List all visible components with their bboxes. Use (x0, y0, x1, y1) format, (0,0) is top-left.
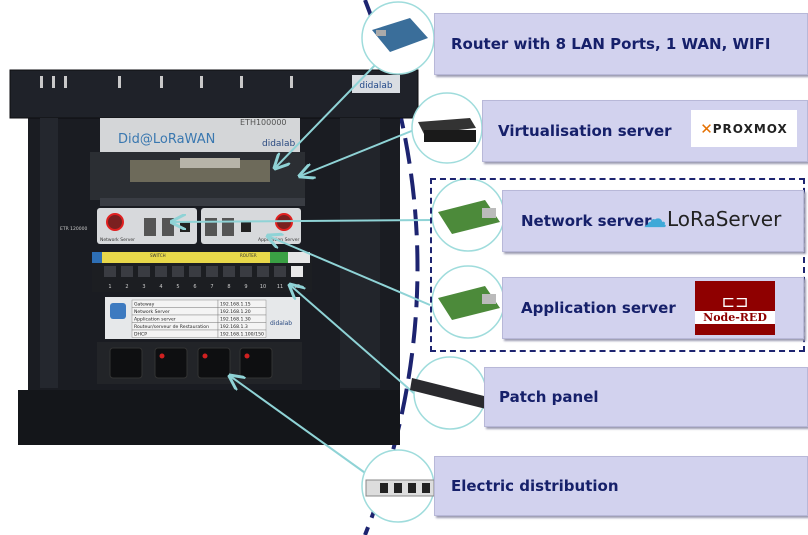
component-label: Router with 8 LAN Ports, 1 WAN, WIFI (451, 35, 771, 53)
switch-port (138, 266, 150, 277)
ip-table-name: Routeur/serveur de Restauration (134, 324, 209, 330)
router-header: ROUTER (240, 253, 257, 258)
node-red-logo: ⊏⊐ Node-RED (695, 281, 775, 335)
arrow-electric (230, 376, 369, 476)
switch-port (291, 266, 303, 277)
product-ref: ETH100000 (240, 118, 287, 127)
port-number: 6 (193, 284, 196, 290)
port-number: 4 (159, 284, 162, 290)
network-server-panel-label: Network Server (100, 237, 135, 243)
component-electric: Electric distribution (434, 456, 808, 516)
arrow-application-server (268, 236, 431, 306)
rack-brand-logo: didalab (359, 81, 392, 91)
switch-port (206, 266, 218, 277)
rack-photo: didalab Did@LoRaWAN ETH100000 didalab Ne… (9, 69, 419, 445)
loraserver-logo: ☁LoRaServer (643, 205, 781, 233)
ip-table-name: Network Server (134, 309, 170, 315)
switch-port (257, 266, 269, 277)
component-label: Virtualisation server (498, 122, 672, 140)
mini-pc-icon (418, 118, 476, 142)
port-number: 5 (176, 284, 179, 290)
ip-table-ip: 192.168.1.3 (220, 324, 248, 330)
port-number: 9 (244, 284, 247, 290)
component-router: Router with 8 LAN Ports, 1 WAN, WIFI (434, 13, 808, 75)
port-number: 10 (260, 284, 266, 290)
component-label: Network server (521, 212, 652, 230)
ip-panel-brand-logo: didalab (270, 320, 292, 327)
ip-table-ip: 192.168.1.20 (220, 309, 251, 315)
product-label: Did@LoRaWAN (118, 132, 215, 147)
switch-port (104, 266, 116, 277)
component-application-server: Application server ⊏⊐ Node-RED (502, 277, 804, 339)
panel-brand-logo: didalab (262, 139, 295, 149)
side-ref: ETR 120000 (60, 226, 87, 232)
raspberry-group-border (430, 178, 805, 352)
arrow-router (275, 61, 379, 168)
arrow-network-server (172, 220, 435, 222)
port-number: 11 (277, 284, 283, 290)
callout-arrows (172, 61, 435, 476)
loraserver-logo-text: LoRaServer (667, 207, 782, 231)
switch-header: SWITCH (150, 253, 166, 258)
port-number: 7 (210, 284, 213, 290)
ip-table-name: DHCP (134, 332, 147, 338)
arrow-patch-panel (290, 285, 417, 396)
switch-port (172, 266, 184, 277)
port-number: 8 (227, 284, 230, 290)
proxmox-logo-text: PROXMOX (712, 121, 788, 136)
port-number: 1 (108, 284, 111, 290)
ip-table-ip: 192.168.1.30 (220, 317, 251, 323)
node-red-logo-text: Node-RED (695, 311, 775, 324)
raspberry-pi-icon (438, 200, 500, 234)
ip-table-ip: 192.168.1.100/150 (220, 332, 264, 338)
power-strip-icon (365, 479, 435, 497)
switch-port (155, 266, 167, 277)
proxmox-logo: ✕PROXMOX (691, 110, 797, 147)
ip-table-ip-cell (217, 329, 267, 338)
port-number: 3 (142, 284, 145, 290)
raspberry-pi-icon-2 (438, 286, 500, 320)
switch-port (240, 266, 252, 277)
cloud-icon: ☁ (643, 205, 667, 233)
component-patch-panel: Patch panel (484, 367, 808, 427)
ip-table-name: Application server (134, 317, 176, 323)
flow-icon: ⊏⊐ (721, 292, 749, 311)
switch-port (274, 266, 286, 277)
switch-port (121, 266, 133, 277)
port-number: 2 (125, 284, 128, 290)
ip-table-ip: 192.168.1.15 (220, 302, 251, 308)
component-label: Application server (521, 299, 676, 317)
component-label: Patch panel (499, 388, 599, 406)
switch-port (223, 266, 235, 277)
router-board-icon (372, 18, 428, 52)
component-network-server: Network server ☁LoRaServer (502, 190, 804, 252)
component-virtualisation: Virtualisation server ✕PROXMOX (482, 100, 808, 162)
patch-panel-icon (410, 378, 492, 410)
component-label: Electric distribution (451, 477, 619, 495)
arrow-virtualisation (300, 129, 415, 176)
switch-port (189, 266, 201, 277)
ip-table-name: Gateway (134, 302, 155, 308)
